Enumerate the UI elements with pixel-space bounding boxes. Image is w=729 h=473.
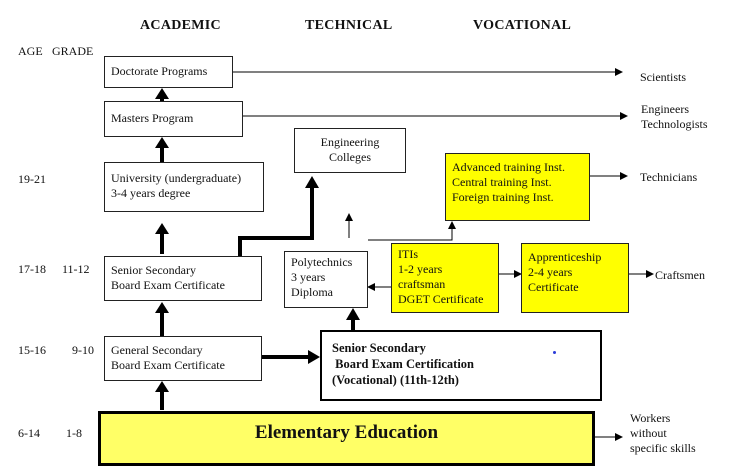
vocational-ss-line-2: Board Exam Certification [332,357,474,371]
outcome-engineers-line-1: Engineers [641,102,689,116]
university-line-1: University (undergraduate) [111,171,242,185]
elementary-education-box: Elementary Education [98,411,595,466]
age-15-16: 15-16 [18,343,46,357]
outcome-technicians-line-1: Technicians [640,170,698,184]
engineering-line-2: Colleges [329,150,371,164]
header-technical: TECHNICAL [305,18,393,33]
outcome-scientists-line-1: Scientists [640,70,687,84]
age-17-18: 17-18 [18,262,46,276]
outcome-workers: Workers without specific skills [630,411,696,456]
masters-label: Masters Program [111,111,194,125]
advanced-training-line-2: Central training Inst. [452,175,552,189]
grade-9-10: 9-10 [72,343,94,357]
header-academic: ACADEMIC [140,18,221,33]
senior-secondary-box: Senior Secondary Board Exam Certificate [104,256,262,301]
outcome-scientists: Scientists [640,70,686,85]
apprenticeship-line-3: Certificate [528,280,579,294]
outcome-engineers-line-2: Technologists [641,117,708,131]
general-secondary-line-1: General Secondary [111,343,203,357]
outcome-workers-line-1: Workers [630,411,671,425]
senior-secondary-line-2: Board Exam Certificate [111,278,225,292]
outcome-workers-line-2: without [630,426,667,440]
polytechnics-line-3: Diploma [291,285,333,299]
vocational-ss-line-3: (Vocational) (11th-12th) [332,373,459,387]
itis-line-2: 1-2 years [398,262,443,276]
doctorate-box: Doctorate Programs [104,56,233,88]
apprenticeship-box: Apprenticeship 2-4 years Certificate [521,243,629,313]
age-6-14: 6-14 [18,426,40,440]
outcome-engineers: Engineers Technologists [641,102,708,132]
age-header: AGE [18,44,43,58]
university-box: University (undergraduate) 3-4 years deg… [104,162,264,212]
doctorate-label: Doctorate Programs [111,64,208,78]
advanced-training-line-1: Advanced training Inst. [452,160,565,174]
grade-header: GRADE [52,44,94,58]
general-secondary-line-2: Board Exam Certificate [111,358,225,372]
advanced-training-box: Advanced training Inst. Central training… [445,153,590,221]
outcome-workers-line-3: specific skills [630,441,696,455]
stray-dot [553,351,556,354]
engineering-line-1: Engineering [320,135,380,149]
masters-box: Masters Program [104,101,243,137]
apprenticeship-line-1: Apprenticeship [528,250,602,264]
outcome-craftsmen-line-1: Craftsmen [655,268,705,282]
vocational-ss-line-1: Senior Secondary [332,341,426,355]
itis-line-4: DGET Certificate [398,292,484,306]
grade-1-8: 1-8 [66,426,82,440]
advanced-training-line-3: Foreign training Inst. [452,190,554,204]
elementary-education-label: Elementary Education [254,422,439,443]
age-19-21: 19-21 [18,172,46,186]
outcome-technicians: Technicians [640,170,697,185]
polytechnics-line-1: Polytechnics [291,255,353,269]
university-line-2: 3-4 years degree [111,186,191,200]
vocational-senior-secondary-box: Senior Secondary Board Exam Certificatio… [320,330,602,401]
outcome-craftsmen: Craftsmen [655,268,705,283]
engineering-colleges-box: Engineering Colleges [294,128,406,173]
header-vocational: VOCATIONAL [473,18,572,33]
itis-line-3: craftsman [398,277,446,291]
itis-box: ITIs 1-2 years craftsman DGET Certificat… [391,243,499,313]
polytechnics-line-2: 3 years [291,270,326,284]
polytechnics-box: Polytechnics 3 years Diploma [284,251,368,308]
senior-secondary-line-1: Senior Secondary [111,263,196,277]
itis-line-1: ITIs [398,247,418,261]
grade-11-12: 11-12 [62,262,90,276]
general-secondary-box: General Secondary Board Exam Certificate [104,336,262,381]
academic-vertical-arrows [155,88,169,410]
apprenticeship-line-2: 2-4 years [528,265,573,279]
